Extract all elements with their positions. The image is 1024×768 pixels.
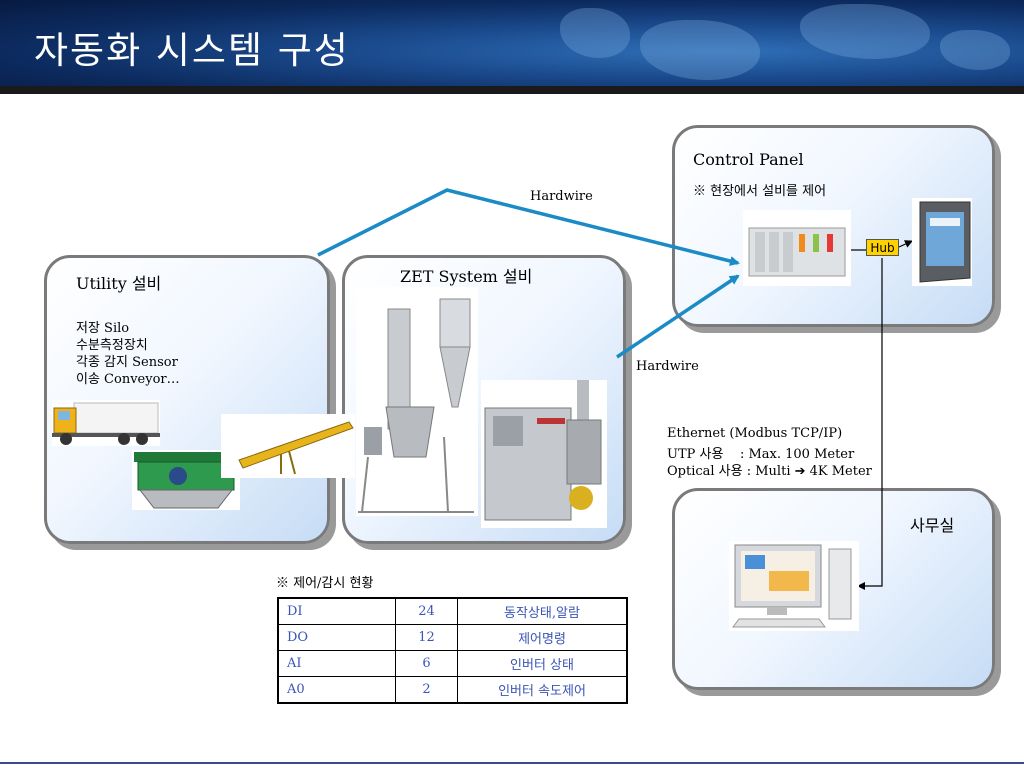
control-panel-note: ※ 현장에서 설비를 제어: [693, 184, 827, 199]
io-status-table: DI 24 동작상태,알람 DO 12 제어명령 AI 6 인버터 상태 A0 …: [277, 597, 628, 704]
hardwire-label-mid: Hardwire: [636, 359, 699, 374]
conveyor-image: [221, 414, 355, 478]
utility-heading: Utility 설비: [76, 274, 162, 293]
table-row: DO 12 제어명령: [277, 624, 628, 651]
hardwire-label-top: Hardwire: [530, 189, 593, 204]
optical-note: Optical 사용 : Multi ➔ 4K Meter: [667, 464, 872, 479]
io-table-caption: ※ 제어/감시 현황: [276, 576, 374, 591]
utility-item: 이송 Conveyor…: [76, 372, 180, 387]
hopper-image: [132, 450, 240, 510]
plc-module-image: [743, 210, 851, 286]
io-count-cell: 12: [395, 624, 458, 651]
control-cabinet-image: [481, 380, 607, 528]
utility-item: 저장 Silo: [76, 321, 130, 336]
world-map-decoration: [560, 8, 630, 58]
hub-to-hmi-line: [898, 240, 913, 248]
io-count-cell: 24: [395, 597, 458, 625]
slide-title: 자동화 시스템 구성: [34, 29, 350, 72]
table-row: DI 24 동작상태,알람: [277, 597, 628, 625]
world-map-decoration: [640, 20, 760, 80]
io-type-cell: DO: [277, 624, 396, 651]
zet-heading: ZET System 설비: [400, 267, 533, 286]
io-description-cell: 동작상태,알람: [457, 597, 628, 625]
footer-line: [0, 762, 1024, 764]
world-map-decoration: [940, 30, 1010, 70]
io-description-cell: 인버터 속도제어: [457, 676, 628, 704]
dryer-tower-image: [356, 287, 478, 516]
io-count-cell: 6: [395, 650, 458, 677]
header-divider: [0, 86, 1024, 94]
slide-header: 자동화 시스템 구성: [0, 0, 1024, 86]
hub-box: Hub: [866, 239, 899, 256]
hmi-monitor-image: [912, 198, 972, 286]
io-type-cell: DI: [277, 597, 396, 625]
truck-image: [52, 400, 160, 446]
io-type-cell: AI: [277, 650, 396, 677]
io-type-cell: A0: [277, 676, 396, 704]
table-row: A0 2 인버터 속도제어: [277, 676, 628, 704]
office-pc-image: [729, 541, 859, 631]
io-description-cell: 제어명령: [457, 624, 628, 651]
office-heading: 사무실: [910, 516, 955, 535]
io-description-cell: 인버터 상태: [457, 650, 628, 677]
table-row: AI 6 인버터 상태: [277, 650, 628, 677]
control-panel-heading: Control Panel: [693, 150, 804, 169]
hardwire-mid-line: [616, 274, 740, 359]
ethernet-note: Ethernet (Modbus TCP/IP): [667, 426, 843, 441]
hardwire-top-line: [317, 188, 740, 266]
utility-item: 각종 감지 Sensor: [76, 355, 178, 370]
io-count-cell: 2: [395, 676, 458, 704]
utility-item: 수분측정장치: [76, 338, 148, 353]
ethernet-line: [857, 258, 883, 590]
world-map-decoration: [800, 4, 930, 59]
utp-note: UTP 사용 : Max. 100 Meter: [667, 447, 855, 462]
